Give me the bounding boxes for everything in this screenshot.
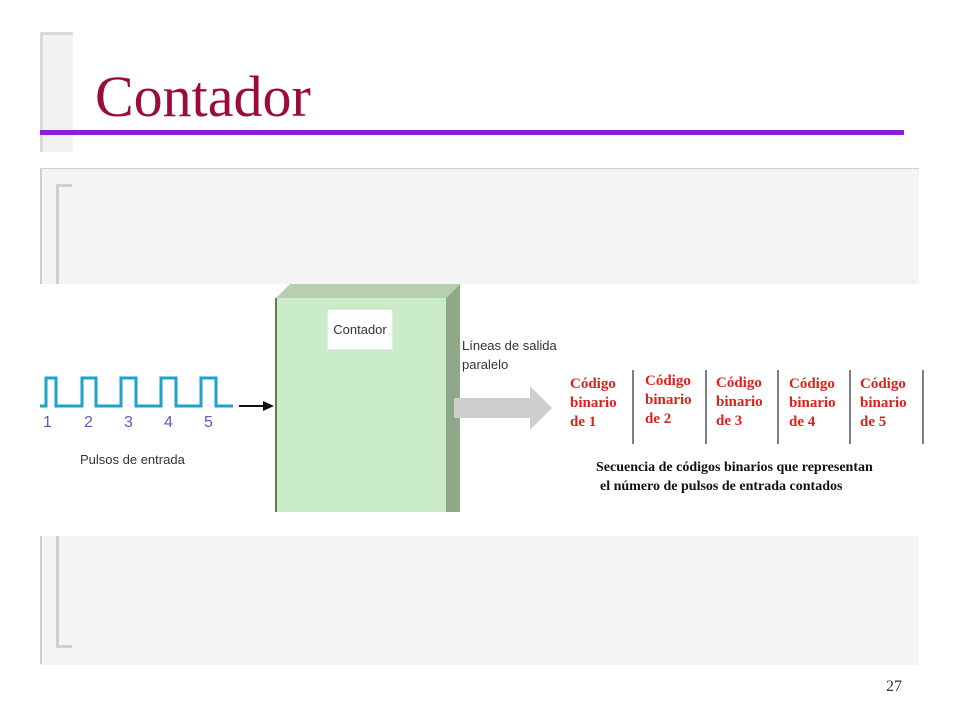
counter-box-top: [276, 284, 460, 298]
binary-code-line: de 4: [789, 414, 816, 430]
counter-label-text: Contador: [333, 322, 387, 337]
binary-code-line: binario: [860, 395, 907, 411]
binary-code-cell: Código binario de 2: [645, 372, 715, 429]
title-bracket-top: [40, 32, 73, 35]
content-bracket-top: [56, 184, 72, 284]
page-number: 27: [886, 678, 902, 695]
pulse-number: 3: [124, 414, 133, 431]
binary-code-line: binario: [716, 394, 763, 410]
title-bracket-bar: [40, 32, 43, 152]
binary-code-cell: Código binario de 4: [789, 375, 859, 432]
binary-code-line: Código: [716, 375, 762, 391]
binary-code-line: Código: [570, 376, 616, 392]
binary-code-line: Código: [860, 376, 906, 392]
binary-code-cell: Código binario de 5: [860, 375, 930, 432]
binary-code-line: de 3: [716, 413, 743, 429]
binary-code-line: Código: [645, 373, 691, 389]
pulse-number: 5: [204, 414, 213, 431]
sequence-caption: Secuencia de códigos binarios que repres…: [596, 458, 916, 496]
output-arrow: [454, 386, 552, 430]
binary-code-line: de 2: [645, 411, 672, 427]
input-pulse-train: [40, 376, 233, 408]
binary-code-cell: Código binario de 1: [570, 375, 640, 432]
content-bracket-bottom: [56, 536, 72, 648]
sequence-caption-line1: Secuencia de códigos binarios que repres…: [596, 460, 873, 475]
slide-title: Contador: [95, 64, 311, 129]
pulse-number: 4: [164, 414, 173, 431]
binary-code-line: binario: [570, 395, 617, 411]
title-underline: [40, 130, 904, 135]
pulse-number: 1: [43, 414, 52, 431]
binary-code-line: binario: [789, 395, 836, 411]
input-pulses-label: Pulsos de entrada: [80, 452, 185, 467]
input-arrowhead: [263, 401, 274, 411]
counter-label: Contador: [327, 309, 393, 350]
binary-code-line: de 1: [570, 414, 597, 430]
binary-code-line: de 5: [860, 414, 887, 430]
sequence-caption-line2: el número de pulsos de entrada contados: [600, 479, 843, 494]
binary-code-line: Código: [789, 376, 835, 392]
binary-code-cell: Código binario de 3: [716, 374, 786, 431]
binary-code-line: binario: [645, 392, 692, 408]
output-lines-label: Líneas de salida paralelo: [462, 336, 572, 374]
output-lines-label-line2: paralelo: [462, 357, 509, 372]
pulse-number: 2: [84, 414, 93, 431]
output-lines-label-line1: Líneas de salida: [462, 338, 557, 353]
counter-box-side: [446, 284, 460, 512]
